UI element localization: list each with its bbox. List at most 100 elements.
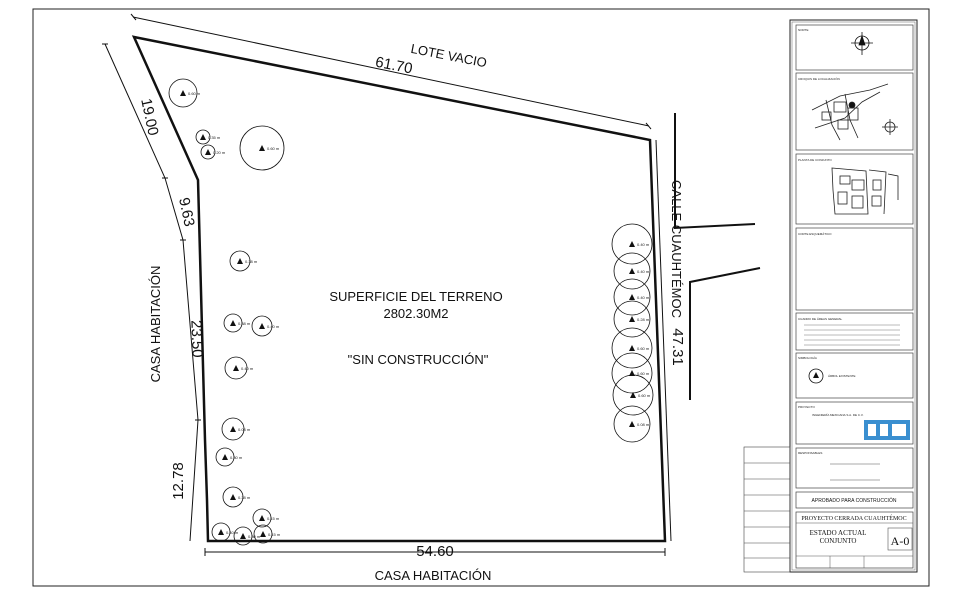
tree-trunk-icon <box>629 294 635 300</box>
tree-diameter-label: 0.60 m <box>637 371 650 376</box>
location-panel <box>795 72 914 151</box>
project-panel-title: PROYECTO <box>798 405 815 409</box>
tree-symbol: 0.35 m <box>195 129 221 145</box>
areas-table <box>804 324 900 346</box>
tree-trunk-icon <box>259 145 265 151</box>
dim-bottom-label: 54.60 <box>416 543 454 560</box>
tree-diameter-label: 0.35 m <box>208 135 221 140</box>
section-panel-title: CORTE ESQUEMÁTICO <box>798 232 832 236</box>
tree-diameter-label: 0.40 m <box>637 242 650 247</box>
tree-canopy <box>611 223 653 265</box>
tree-diameter-label: 0.30 m <box>230 455 243 460</box>
site-plan-panel <box>795 153 914 225</box>
tree-trunk-icon <box>222 454 228 460</box>
tree-symbol: 0.60 m <box>612 374 654 416</box>
tree-diameter-label: 0.15 m <box>268 532 281 537</box>
responsible-panel-title: RESPONSABLES <box>798 451 822 455</box>
tree-canopy <box>251 315 273 337</box>
approval-label: APROBADO PARA CONSTRUCCIÓN <box>812 497 897 504</box>
tree-canopy <box>221 417 245 441</box>
tree-diameter-label: 0.08 m <box>637 422 650 427</box>
tree-canopy <box>253 524 273 544</box>
tree-diameter-label: 0.40 m <box>226 530 239 535</box>
tree-symbol: 0.40 m <box>613 252 651 290</box>
tree-diameter-label: 0.38 m <box>238 321 251 326</box>
tree-trunk-icon <box>630 392 636 398</box>
dim-top-label: 61.70 <box>374 54 414 78</box>
neighbor-left-label: CASA HABITACIÓN <box>148 266 163 383</box>
tree-canopy <box>613 278 651 316</box>
approval-panel <box>795 491 914 509</box>
neighbor-right-label: CALLE CUAUHTÉMOC <box>669 180 684 318</box>
tree-diameter-label: 0.28 m <box>637 317 650 322</box>
tree-trunk-icon <box>200 134 206 140</box>
tree-canopy <box>195 129 211 145</box>
sheet-title-panel <box>795 511 914 569</box>
legend-tree-icon <box>808 368 824 384</box>
tree-canopy <box>613 252 651 290</box>
location-sketch <box>811 83 898 141</box>
tree-canopy <box>613 300 651 338</box>
tree-symbol: 0.60 m <box>611 327 653 369</box>
tree-diameter-label: 0.20 m <box>213 150 226 155</box>
tree-diameter-label: 0.60 m <box>267 146 280 151</box>
tree-diameter-label: 0.60 m <box>188 91 201 96</box>
surface-title: SUPERFICIE DEL TERRENO <box>329 289 502 304</box>
tree-canopy <box>222 486 244 508</box>
tree-diameter-label: 0.38 m <box>238 495 251 500</box>
tree-symbol: 0.15 m <box>252 508 280 528</box>
neighbor-bottom-label: CASA HABITACIÓN <box>375 568 492 583</box>
tree-symbol: 0.60 m <box>168 78 201 108</box>
project-company: INGENIERÍA MEXICANA S.A. DE C.V. <box>812 413 864 417</box>
site-plan-panel-title: PLANTA DE CONJUNTO <box>798 158 832 162</box>
construction-status: "SIN CONSTRUCCIÓN" <box>348 352 489 367</box>
tree-trunk-icon <box>180 90 186 96</box>
tree-symbol: 0.40 m <box>211 522 239 542</box>
tree-diameter-label: 0.60 m <box>638 393 651 398</box>
tree-canopy <box>215 447 235 467</box>
tree-trunk-icon <box>629 370 635 376</box>
location-panel-title: CROQUIS DE LOCALIZACIÓN <box>798 76 840 81</box>
legend-panel-title: SIMBOLOGÍA <box>798 356 817 360</box>
tree-symbol: 0.60 m <box>611 352 653 394</box>
tree-symbol: 0.40 m <box>613 278 651 316</box>
company-logo <box>864 420 910 440</box>
project-name: PROYECTO CERRADA CUAUHTÉMOC <box>801 514 906 522</box>
street-lines <box>674 113 761 400</box>
tree-canopy <box>229 250 251 272</box>
tree-symbol: 0.38 m <box>229 250 258 272</box>
tree-diameter-label: 0.08 m <box>238 427 251 432</box>
tree-diameter-label: 0.40 m <box>267 324 280 329</box>
legend-panel <box>795 352 914 399</box>
tree-symbol: 0.38 m <box>223 313 251 333</box>
tree-symbol: 0.60 m <box>239 125 285 171</box>
tree-diameter-label: 0.40 m <box>637 295 650 300</box>
tree-symbol: 0.40 m <box>611 223 653 265</box>
dim-left-3-label: 23.50 <box>187 320 205 358</box>
north-arrow-icon <box>851 32 873 55</box>
tree-trunk-icon <box>230 494 236 500</box>
title-block: NORTE CROQUIS DE LOCALIZACIÓN PLANTA DE … <box>789 19 918 573</box>
tree-canopy <box>611 352 653 394</box>
legend-tree-label: ÁRBOL EXISTENTE <box>828 374 856 378</box>
tree-trunk-icon <box>230 426 236 432</box>
property-boundary <box>131 35 667 543</box>
surface-value: 2802.30M2 <box>383 306 448 321</box>
sheet-title-1: ESTADO ACTUAL <box>810 529 867 537</box>
tree-canopy <box>224 356 248 380</box>
tree-symbol: 0.08 m <box>613 405 651 443</box>
project-panel <box>795 401 914 445</box>
tree-symbol: 0.40 m <box>224 356 254 380</box>
tree-symbol: 0.15 m <box>253 524 281 544</box>
tree-canopy <box>611 327 653 369</box>
tree-trunk-icon <box>205 149 211 155</box>
tree-symbol: 0.38 m <box>222 486 251 508</box>
tree-canopy <box>223 313 243 333</box>
dimension-lines <box>102 13 672 556</box>
north-panel <box>795 24 914 71</box>
tree-canopy <box>613 405 651 443</box>
tree-canopy <box>200 144 216 160</box>
dim-left-4-label: 12.78 <box>170 462 187 500</box>
tree-trunk-icon <box>240 533 246 539</box>
